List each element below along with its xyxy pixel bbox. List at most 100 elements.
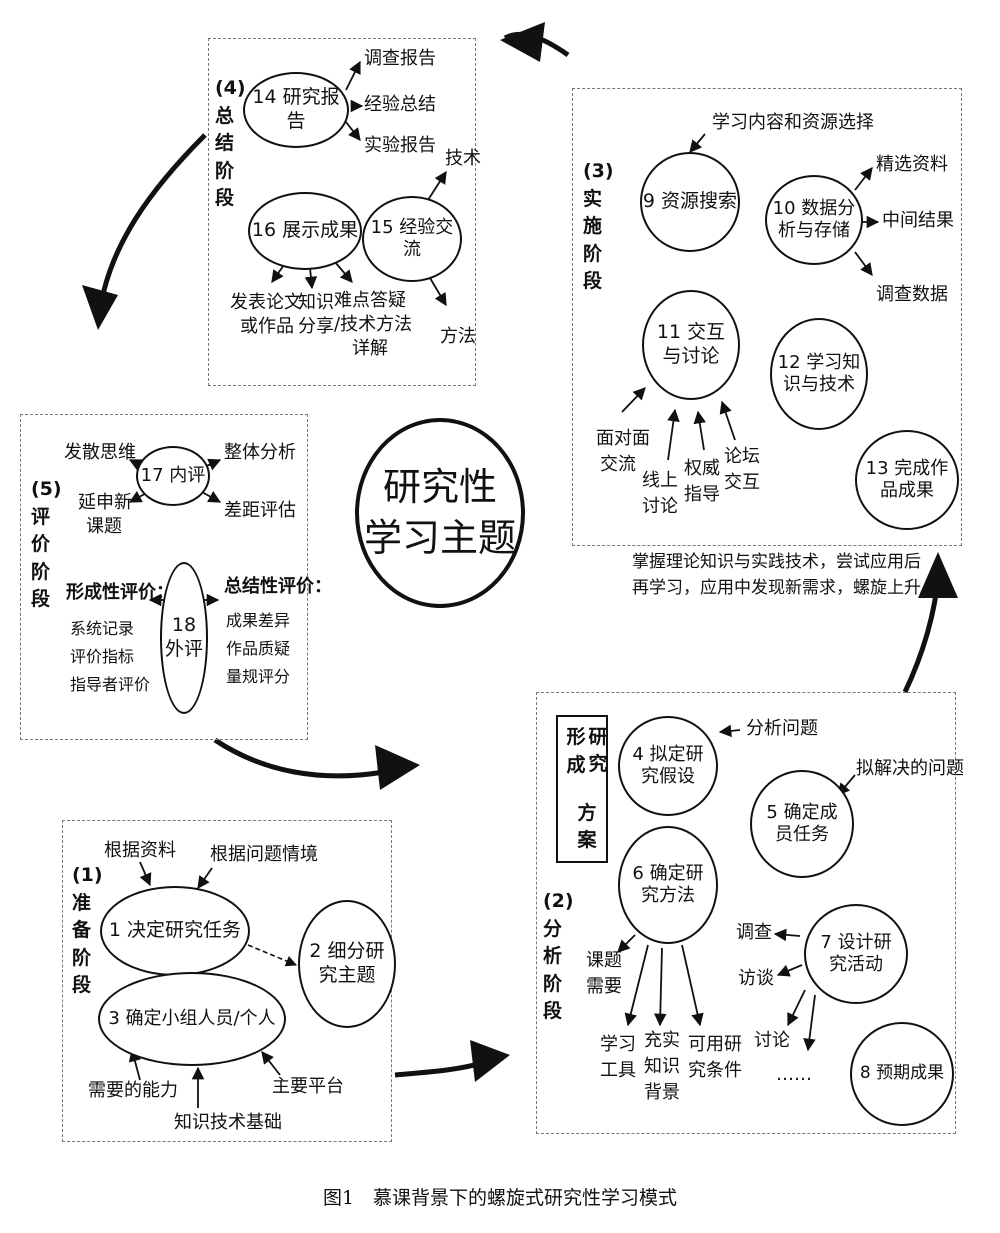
- s5-summative-title: 总结性评价：: [224, 576, 332, 597]
- node-6-line1: 6 确定研: [632, 862, 704, 884]
- s4-qa-1: 难点答疑: [334, 290, 406, 311]
- node-11-line2: 与讨论: [662, 345, 720, 367]
- node-11-interaction: 11 交互与讨论: [642, 290, 740, 400]
- s4-share-1: 知识: [298, 292, 334, 313]
- s5-overall: 整体分析: [224, 442, 296, 463]
- stage3-box: [572, 88, 962, 546]
- node-12-line1: 12 学习知: [777, 351, 861, 373]
- s4-qa-3: 详解: [352, 338, 388, 359]
- stage2-label: (2) 分析阶段: [543, 888, 574, 1026]
- s3-survey-data: 调查数据: [876, 284, 948, 305]
- stage4-label: (4) 总结阶段: [215, 75, 246, 213]
- s1-by-situation: 根据问题情境: [210, 844, 318, 865]
- s2-survey: 调查: [736, 922, 772, 943]
- s2-need-1: 课题: [586, 950, 622, 971]
- s3-expert-1: 权威: [684, 458, 720, 479]
- form-plan-col1: 形成: [564, 724, 588, 779]
- s3-selected-material: 精选资料: [876, 154, 948, 175]
- s5-gap: 差距评估: [224, 500, 296, 521]
- form-plan-2: 研究: [588, 726, 608, 775]
- s2-tools-1: 学习: [600, 1034, 636, 1055]
- s5-formative-1: 系统记录: [70, 619, 135, 638]
- s5-extend-2: 课题: [86, 516, 122, 537]
- node-9-resource-search: 9 资源搜索: [640, 152, 740, 252]
- form-plan-1: 形成: [566, 726, 586, 776]
- s4-tech: 技术: [445, 148, 481, 169]
- node-15-experience-exchange: 15 经验交流: [362, 196, 462, 282]
- node-10-line2: 析与存储: [777, 220, 850, 241]
- center-topic: 研究性学习主题: [355, 418, 525, 608]
- node-13-line1: 13 完成作: [865, 457, 949, 479]
- s4-out-experiment-report: 实验报告: [364, 135, 436, 156]
- node-2-line1: 2 细分研: [309, 940, 385, 963]
- s4-share-2: 分享: [298, 316, 334, 337]
- s2-need-2: 需要: [586, 976, 622, 997]
- stage3-num: (3): [583, 160, 614, 182]
- s2-cond-2: 究条件: [688, 1060, 742, 1081]
- s3-online-2: 讨论: [642, 496, 678, 517]
- form-plan-col3: 方案: [575, 800, 599, 853]
- s2-bg-1: 充实: [644, 1030, 680, 1051]
- node-14-research-report: 14 研究报告: [243, 72, 349, 148]
- stage4-num: (4): [215, 77, 246, 99]
- s2-to-solve: 拟解决的问题: [856, 758, 964, 779]
- form-plan-box: [556, 715, 608, 863]
- node-17-internal-eval: 17 内评: [136, 446, 210, 506]
- stage3-label: (3) 实施阶段: [583, 158, 614, 296]
- node-13-complete-work: 13 完成作品成果: [855, 430, 959, 530]
- s4-qa-2: /技术方法: [334, 314, 413, 335]
- s4-method: 方法: [440, 326, 476, 347]
- s3-expert-2: 指导: [684, 484, 720, 505]
- s2-discuss: 讨论: [754, 1030, 790, 1051]
- stage2-num: (2): [543, 890, 574, 912]
- s2-cond-1: 可用研: [688, 1034, 742, 1055]
- node-4-line1: 4 拟定研: [632, 743, 704, 765]
- node-7-design-activity: 7 设计研究活动: [804, 904, 908, 1004]
- node-11-line1: 11 交互: [656, 321, 726, 344]
- stage1-name: 准备阶段: [72, 891, 98, 997]
- s5-summative-1: 成果差异: [226, 611, 291, 630]
- figure-caption: 图1 慕课背景下的螺旋式研究性学习模式: [322, 1187, 678, 1209]
- s5-formative-title: 形成性评价：: [66, 582, 174, 603]
- s1-by-material: 根据资料: [104, 840, 176, 861]
- s4-out-survey-report: 调查报告: [364, 48, 436, 69]
- s1-ability: 需要的能力: [88, 1080, 178, 1101]
- stage3-name: 实施阶段: [583, 187, 609, 293]
- node-8-expected-results: 8 预期成果: [850, 1022, 954, 1126]
- s3-f2f-1: 面对面: [596, 428, 650, 449]
- s5-diverge: 发散思维: [64, 442, 136, 463]
- stage5-label: (5) 评价阶段: [31, 476, 62, 614]
- s4-pub-1: 发表论文: [230, 292, 302, 313]
- s3-note-1: 掌握理论知识与实践技术，尝试应用后: [632, 552, 921, 572]
- s5-summative-3: 量规评分: [226, 667, 291, 686]
- s1-platform: 主要平台: [272, 1076, 344, 1097]
- node-18-line1: 18: [171, 614, 197, 637]
- s2-analyze: 分析问题: [746, 718, 818, 739]
- node-6-line2: 究方法: [641, 885, 695, 906]
- stage4-name: 总结阶段: [215, 104, 241, 210]
- center-line1: 研究性: [382, 464, 497, 509]
- s3-note-2: 再学习，应用中发现新需求，螺旋上升。: [632, 578, 938, 598]
- s2-etc: ……: [776, 1064, 812, 1085]
- s2-bg-2: 知识: [644, 1056, 680, 1077]
- s3-content-select: 学习内容和资源选择: [712, 112, 874, 133]
- node-5-line1: 5 确定成: [766, 801, 838, 823]
- node-12-line2: 识与技术: [782, 374, 855, 395]
- s2-interview: 访谈: [738, 968, 774, 989]
- node-7-line2: 究活动: [829, 954, 883, 975]
- form-plan-3: 方案: [577, 802, 597, 851]
- node-4-hypothesis: 4 拟定研究假设: [618, 716, 718, 816]
- stage2-box: [536, 692, 956, 1134]
- stage1-num: (1): [72, 864, 103, 886]
- stage5-box: [20, 414, 308, 740]
- node-1-decide-task: 1 决定研究任务: [100, 886, 250, 976]
- s5-formative-2: 评价指标: [70, 647, 135, 666]
- stage2-name: 分析阶段: [543, 917, 569, 1023]
- stage4-box: [208, 38, 476, 386]
- center-line2: 学习主题: [363, 516, 516, 560]
- s4-out-experience-summary: 经验总结: [364, 94, 436, 115]
- node-10-data-analysis: 10 数据分析与存储: [765, 175, 863, 265]
- s3-f2f-2: 交流: [600, 454, 636, 475]
